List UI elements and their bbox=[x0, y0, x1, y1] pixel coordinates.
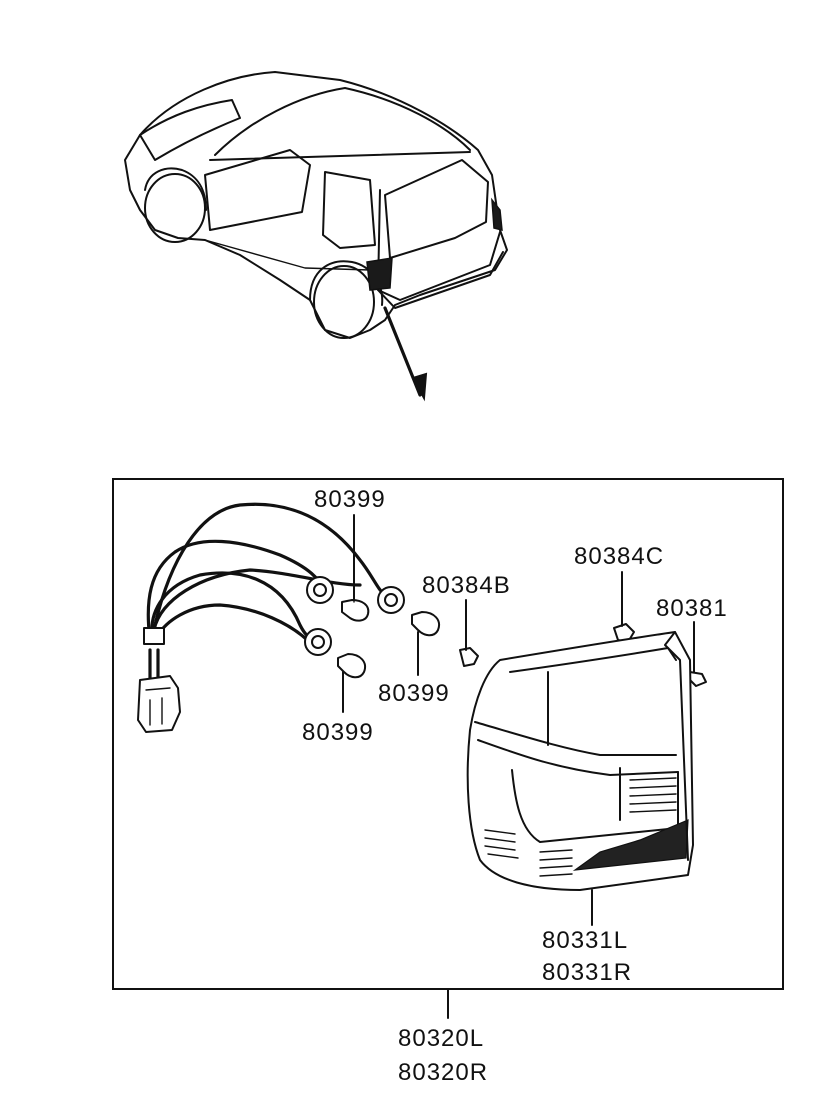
clip-b-label: 80384B bbox=[422, 572, 511, 599]
bulb-top bbox=[341, 514, 370, 622]
clip-c-label: 80384C bbox=[574, 543, 664, 570]
screw-label: 80381 bbox=[656, 595, 728, 622]
lens-left-label: 80331L bbox=[542, 927, 628, 954]
clip-b bbox=[459, 599, 479, 667]
bulb-right-label: 80399 bbox=[378, 680, 450, 707]
bulb-socket-1 bbox=[306, 576, 334, 604]
assembly-left-label: 80320L bbox=[398, 1025, 484, 1052]
bulb-socket-2 bbox=[377, 586, 405, 614]
bulb-top-label: 80399 bbox=[314, 486, 386, 513]
bulb-socket-3 bbox=[304, 628, 332, 656]
bulb-right bbox=[411, 611, 440, 676]
wiring-harness bbox=[137, 502, 405, 733]
bulb-bottom bbox=[337, 653, 366, 713]
tail-lamp-lens bbox=[466, 631, 694, 926]
screw bbox=[689, 621, 707, 687]
clip-c bbox=[613, 571, 635, 643]
bulb-bottom-label: 80399 bbox=[302, 719, 374, 746]
lens-right-label: 80331R bbox=[542, 959, 632, 986]
vehicle-illustration bbox=[124, 71, 508, 402]
assembly-right-label: 80320R bbox=[398, 1059, 488, 1086]
